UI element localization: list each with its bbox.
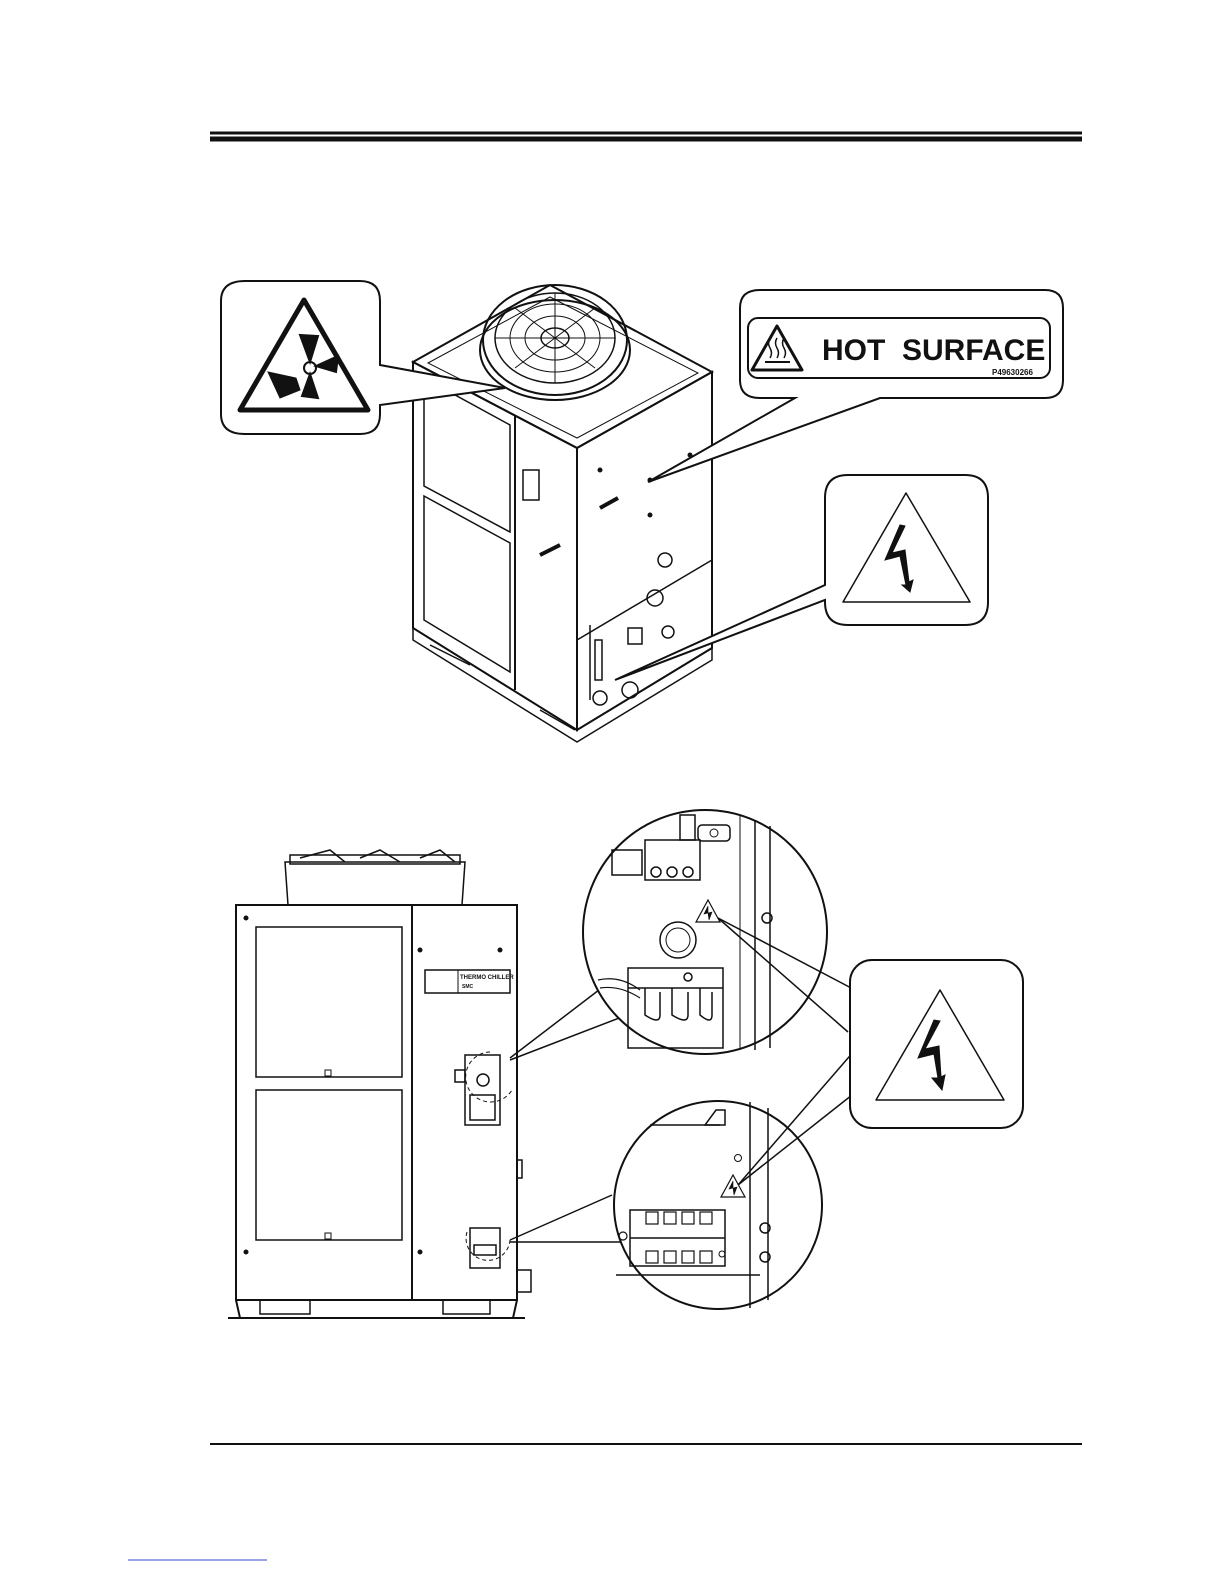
nameplate-title: THERMO CHILLER — [460, 975, 514, 981]
hot-surface-part-number: P49630266 — [992, 368, 1033, 377]
nameplate-brand: SMC — [462, 984, 474, 990]
hot-surface-callout — [648, 290, 1063, 482]
hot-surface-label-text: HOT SURFACE — [822, 334, 1045, 367]
fan-hazard-callout — [221, 281, 505, 434]
detail-circle-upper — [510, 810, 827, 1060]
chiller-side-view — [228, 850, 531, 1318]
detail-circle-lower — [510, 1101, 822, 1309]
chiller-isometric-view — [413, 285, 712, 742]
header-rule — [210, 133, 1082, 139]
electric-callout-top — [615, 475, 988, 680]
